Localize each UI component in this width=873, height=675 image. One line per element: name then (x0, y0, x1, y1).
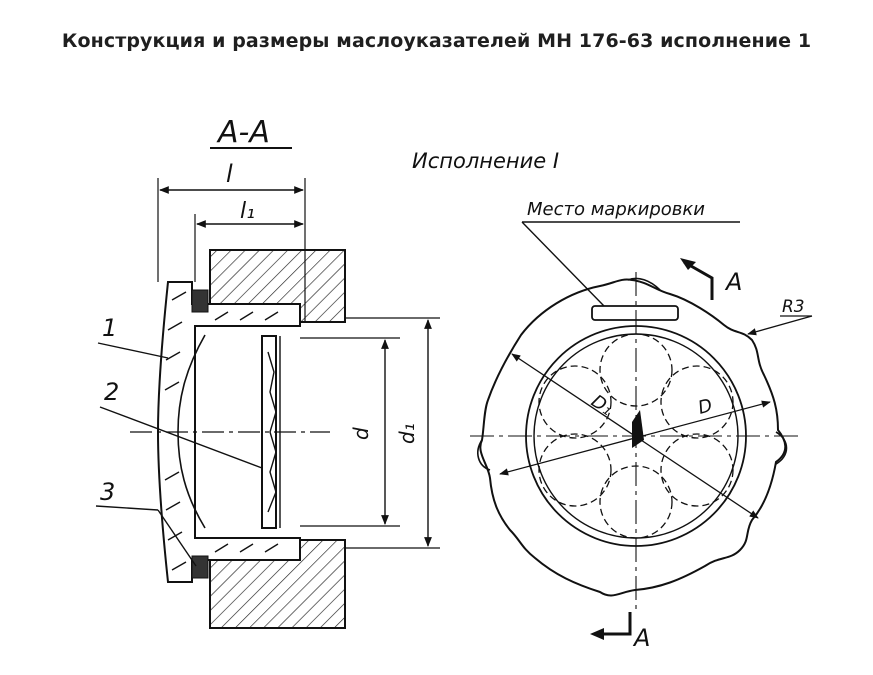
callout-3: 3 (100, 478, 115, 506)
marking-leader (521, 221, 605, 307)
callout-3-leader (95, 505, 159, 511)
dim-D1-label: D₁ (587, 391, 616, 420)
front-view (470, 221, 813, 640)
glass-hatching (164, 291, 279, 571)
page-title: Конструкция и размеры маслоуказателей МН… (61, 30, 812, 52)
dim-l1-label: l₁ (240, 199, 255, 224)
callout-1: 1 (102, 314, 117, 342)
section-mark-bottom: А (632, 624, 650, 652)
marking-plate (591, 305, 679, 321)
variant-label: Исполнение I (412, 149, 559, 173)
radius-label: R3 (782, 297, 805, 317)
gasket-bottom (191, 555, 209, 579)
reflector-profile (267, 351, 277, 513)
callout-2: 2 (104, 378, 119, 406)
outer-contour (479, 278, 787, 597)
marking-label: Место маркировки (527, 199, 705, 220)
section-arrow-bottom (596, 612, 632, 636)
callout-2-leader (99, 406, 263, 469)
callout-1-leader (97, 342, 169, 359)
radius-leader (747, 315, 813, 336)
dim-D-label: D (696, 395, 715, 419)
gasket-top (191, 289, 209, 313)
dim-d-label: d (349, 427, 373, 440)
dim-l-label: l (226, 160, 233, 188)
section-arrow-top (683, 260, 714, 300)
section-mark-top: А (724, 268, 742, 296)
section-view: А-А (95, 115, 440, 629)
dim-d1-label: d₁ (395, 423, 419, 444)
section-label: А-А (216, 115, 270, 150)
